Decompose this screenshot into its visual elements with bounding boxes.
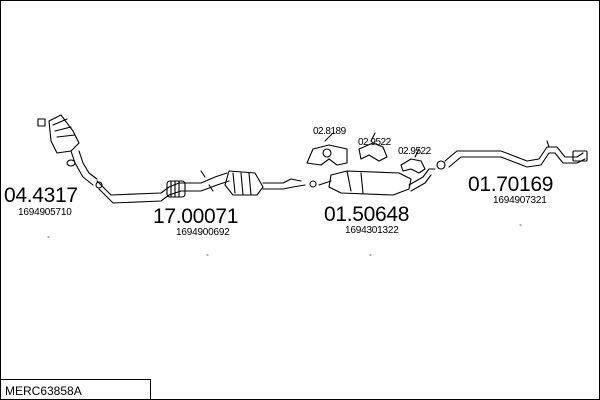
centre-silencer-part [309,168,436,196]
part-reference-label: 1694900692 [176,227,230,238]
mount-number-label: 02.9522 [398,146,431,157]
part-reference-label: 1694301322 [345,225,399,236]
part-number-label: 17.00071 [153,205,239,228]
rubber-mount-1 [306,132,348,166]
rubber-mount-2 [358,132,388,162]
catalytic-converter-part [37,114,103,189]
front-pipe-part [96,170,306,204]
diagram-code-box: MERC63858A [1,379,151,399]
mount-number-label: 02.8189 [313,126,346,137]
reference-dots [47,224,522,256]
rubber-mount-3 [400,148,426,174]
mount-number-label: 02.9522 [358,137,391,148]
part-number-label: 01.70169 [468,173,554,196]
part-number-label: 04.4317 [4,184,78,207]
diagram-code: MERC63858A [5,384,82,398]
part-number-label: 01.50648 [324,203,410,226]
rear-pipe-part [436,140,588,170]
part-reference-label: 1694905710 [18,207,72,218]
part-reference-label: 1694907321 [493,195,547,206]
